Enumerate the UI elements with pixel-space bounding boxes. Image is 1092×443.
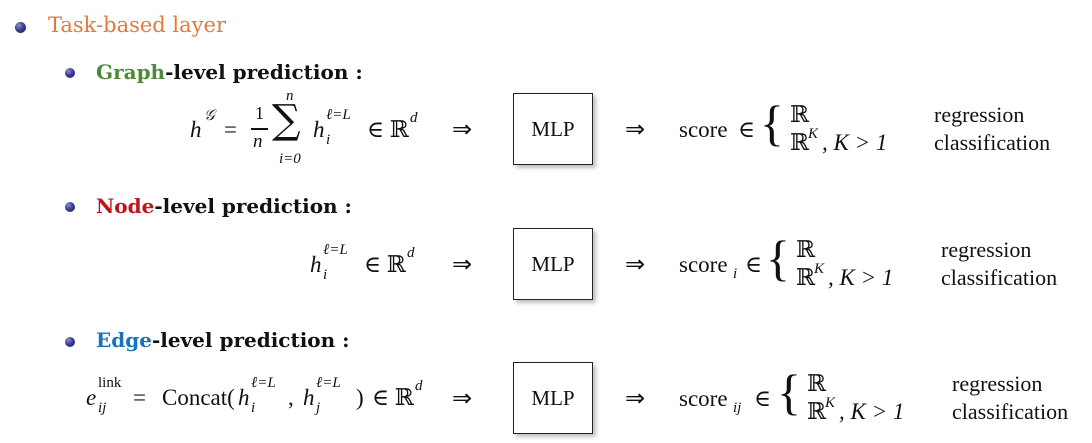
case-2-sup: K — [814, 261, 825, 277]
graph-level-heading: Graph-level prediction : — [96, 60, 363, 84]
formula-frac-den: n — [253, 131, 263, 152]
heading-rest: -level prediction : — [154, 194, 352, 218]
implies-arrow: ⇒ — [625, 250, 646, 278]
case-2-sup: K — [825, 395, 836, 411]
formula-h2: h — [303, 385, 315, 410]
graph-keyword: Graph — [96, 60, 166, 84]
formula-h-sup: ℓ=L — [323, 242, 348, 258]
section-title: Task-based layer — [48, 13, 226, 37]
case-2-cond: , K > 1 — [822, 130, 888, 155]
bullet-icon — [65, 337, 75, 347]
formula-h2-sup: ℓ=L — [316, 375, 341, 391]
implies-arrow: ⇒ — [452, 250, 473, 278]
heading-rest: -level prediction : — [151, 328, 350, 352]
case-2-cond: , K > 1 — [828, 265, 894, 290]
case-2: ℝ — [796, 265, 816, 290]
formula-h: h — [190, 117, 202, 142]
formula-close: ) — [356, 385, 364, 410]
sum-symbol: ∑ — [272, 97, 301, 143]
formula-h1-sup: ℓ=L — [251, 375, 276, 391]
score-label: score — [679, 252, 728, 277]
formula-e-sup: link — [98, 375, 122, 391]
implies-arrow: ⇒ — [625, 384, 646, 412]
score-sub: ij — [733, 400, 742, 416]
formula-d-sup: d — [407, 245, 415, 261]
mlp-box: MLP — [513, 228, 593, 300]
label-classification: classification — [941, 265, 1058, 290]
formula-h: h — [310, 252, 322, 277]
node-keyword: Node — [96, 194, 155, 218]
formula-h2-sub: i — [326, 132, 331, 148]
score-in: ∈ — [738, 117, 756, 142]
formula-in-r: ∈ ℝ — [372, 385, 414, 410]
implies-arrow: ⇒ — [452, 115, 473, 143]
formula-eq: = — [133, 385, 146, 410]
label-classification: classification — [934, 130, 1051, 155]
heading-rest: -level prediction : — [165, 60, 363, 84]
edge-keyword: Edge — [96, 328, 152, 352]
fraction-bar — [251, 128, 268, 130]
label-regression: regression — [941, 237, 1032, 262]
formula-e: e — [86, 385, 97, 410]
mlp-box: MLP — [513, 93, 593, 165]
formula-frac-num: 1 — [255, 103, 264, 123]
score-sub: i — [733, 266, 738, 282]
formula-g-sup: 𝒢 — [204, 108, 215, 124]
sum-top: n — [286, 88, 294, 104]
left-brace: { — [766, 230, 790, 286]
label-regression: regression — [952, 371, 1043, 396]
formula-h1: h — [238, 385, 250, 410]
label-classification: classification — [952, 399, 1069, 424]
formula-h2-sup: ℓ=L — [326, 107, 351, 123]
left-brace: { — [777, 364, 801, 420]
formula-d-sup: d — [415, 378, 423, 394]
mlp-label: MLP — [531, 116, 575, 141]
case-2: ℝ — [790, 130, 810, 155]
edge-level-heading: Edge-level prediction : — [96, 328, 350, 352]
label-regression: regression — [934, 102, 1025, 127]
bullet-icon — [65, 202, 75, 212]
node-level-heading: Node-level prediction : — [96, 194, 352, 218]
case-2: ℝ — [807, 399, 827, 424]
formula-h-sub: i — [323, 267, 328, 283]
formula-h1-sub: i — [251, 400, 256, 416]
formula-eq: = — [224, 117, 237, 142]
case-1: ℝ — [790, 102, 810, 127]
formula-d-sup: d — [410, 110, 418, 126]
implies-arrow: ⇒ — [452, 384, 473, 412]
score-label: score — [679, 386, 728, 411]
case-2-cond: , K > 1 — [839, 399, 905, 424]
formula-h2: h — [313, 117, 325, 142]
score-in: ∈ — [745, 252, 763, 277]
bullet-icon — [15, 22, 26, 33]
case-2-sup: K — [808, 126, 819, 142]
mlp-box: MLP — [513, 362, 593, 434]
case-1: ℝ — [796, 237, 816, 262]
mlp-label: MLP — [531, 385, 575, 410]
sum-bottom: i=0 — [279, 151, 301, 167]
bullet-icon — [65, 68, 75, 78]
formula-in-r: ∈ ℝ — [367, 117, 409, 142]
formula-in-r: ∈ ℝ — [364, 252, 406, 277]
formula-h2-sub: j — [316, 400, 321, 416]
formula-e-sub: ij — [98, 400, 107, 416]
score-in: ∈ — [754, 386, 772, 411]
formula-comma: , — [288, 385, 294, 410]
left-brace: { — [760, 95, 784, 151]
implies-arrow: ⇒ — [625, 115, 646, 143]
formula-concat: Concat( — [162, 385, 235, 410]
score-label: score — [679, 117, 728, 142]
mlp-label: MLP — [531, 251, 575, 276]
case-1: ℝ — [807, 371, 827, 396]
